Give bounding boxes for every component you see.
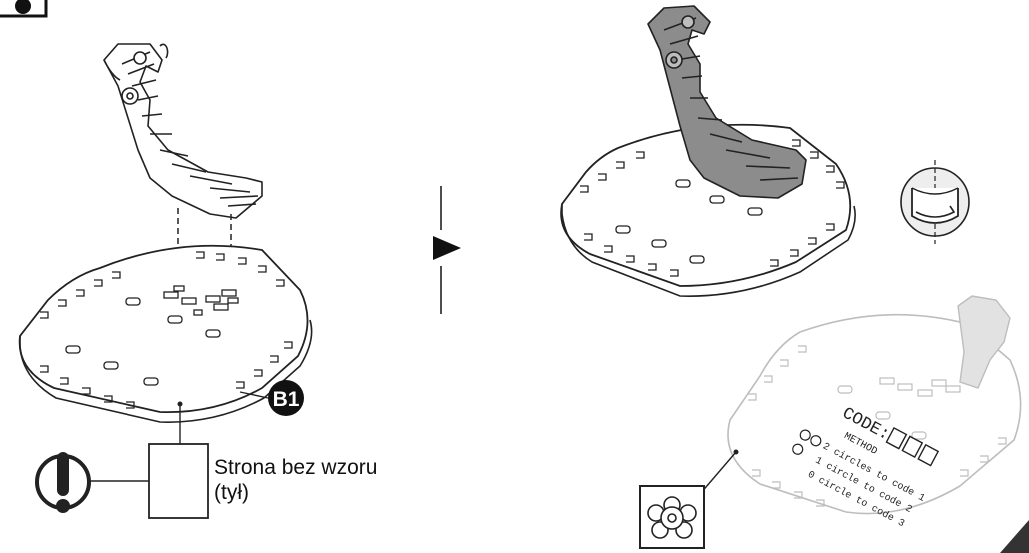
part-badge-label: B1 (273, 388, 300, 411)
part-badge-b1: B1 (239, 380, 304, 416)
step-number-box (0, 0, 48, 18)
blank-side-note-line1: Strona bez wzoru (214, 456, 378, 479)
blank-side-note: Strona bez wzoru (tył) (214, 455, 377, 505)
blank-side-note-line2: (tył) (214, 481, 249, 504)
play-arrow-icon (433, 186, 461, 314)
mounted-arm-part (647, 5, 807, 199)
base-plate (18, 244, 313, 423)
page-corner (1000, 520, 1029, 553)
rotate-cylinder-icon (900, 160, 970, 244)
flower-icon (647, 496, 697, 539)
arm-part-exploded (103, 43, 263, 219)
back-side-plate (727, 295, 1022, 515)
exclamation-circle-icon (35, 452, 91, 513)
blank-side-callout (90, 401, 209, 519)
